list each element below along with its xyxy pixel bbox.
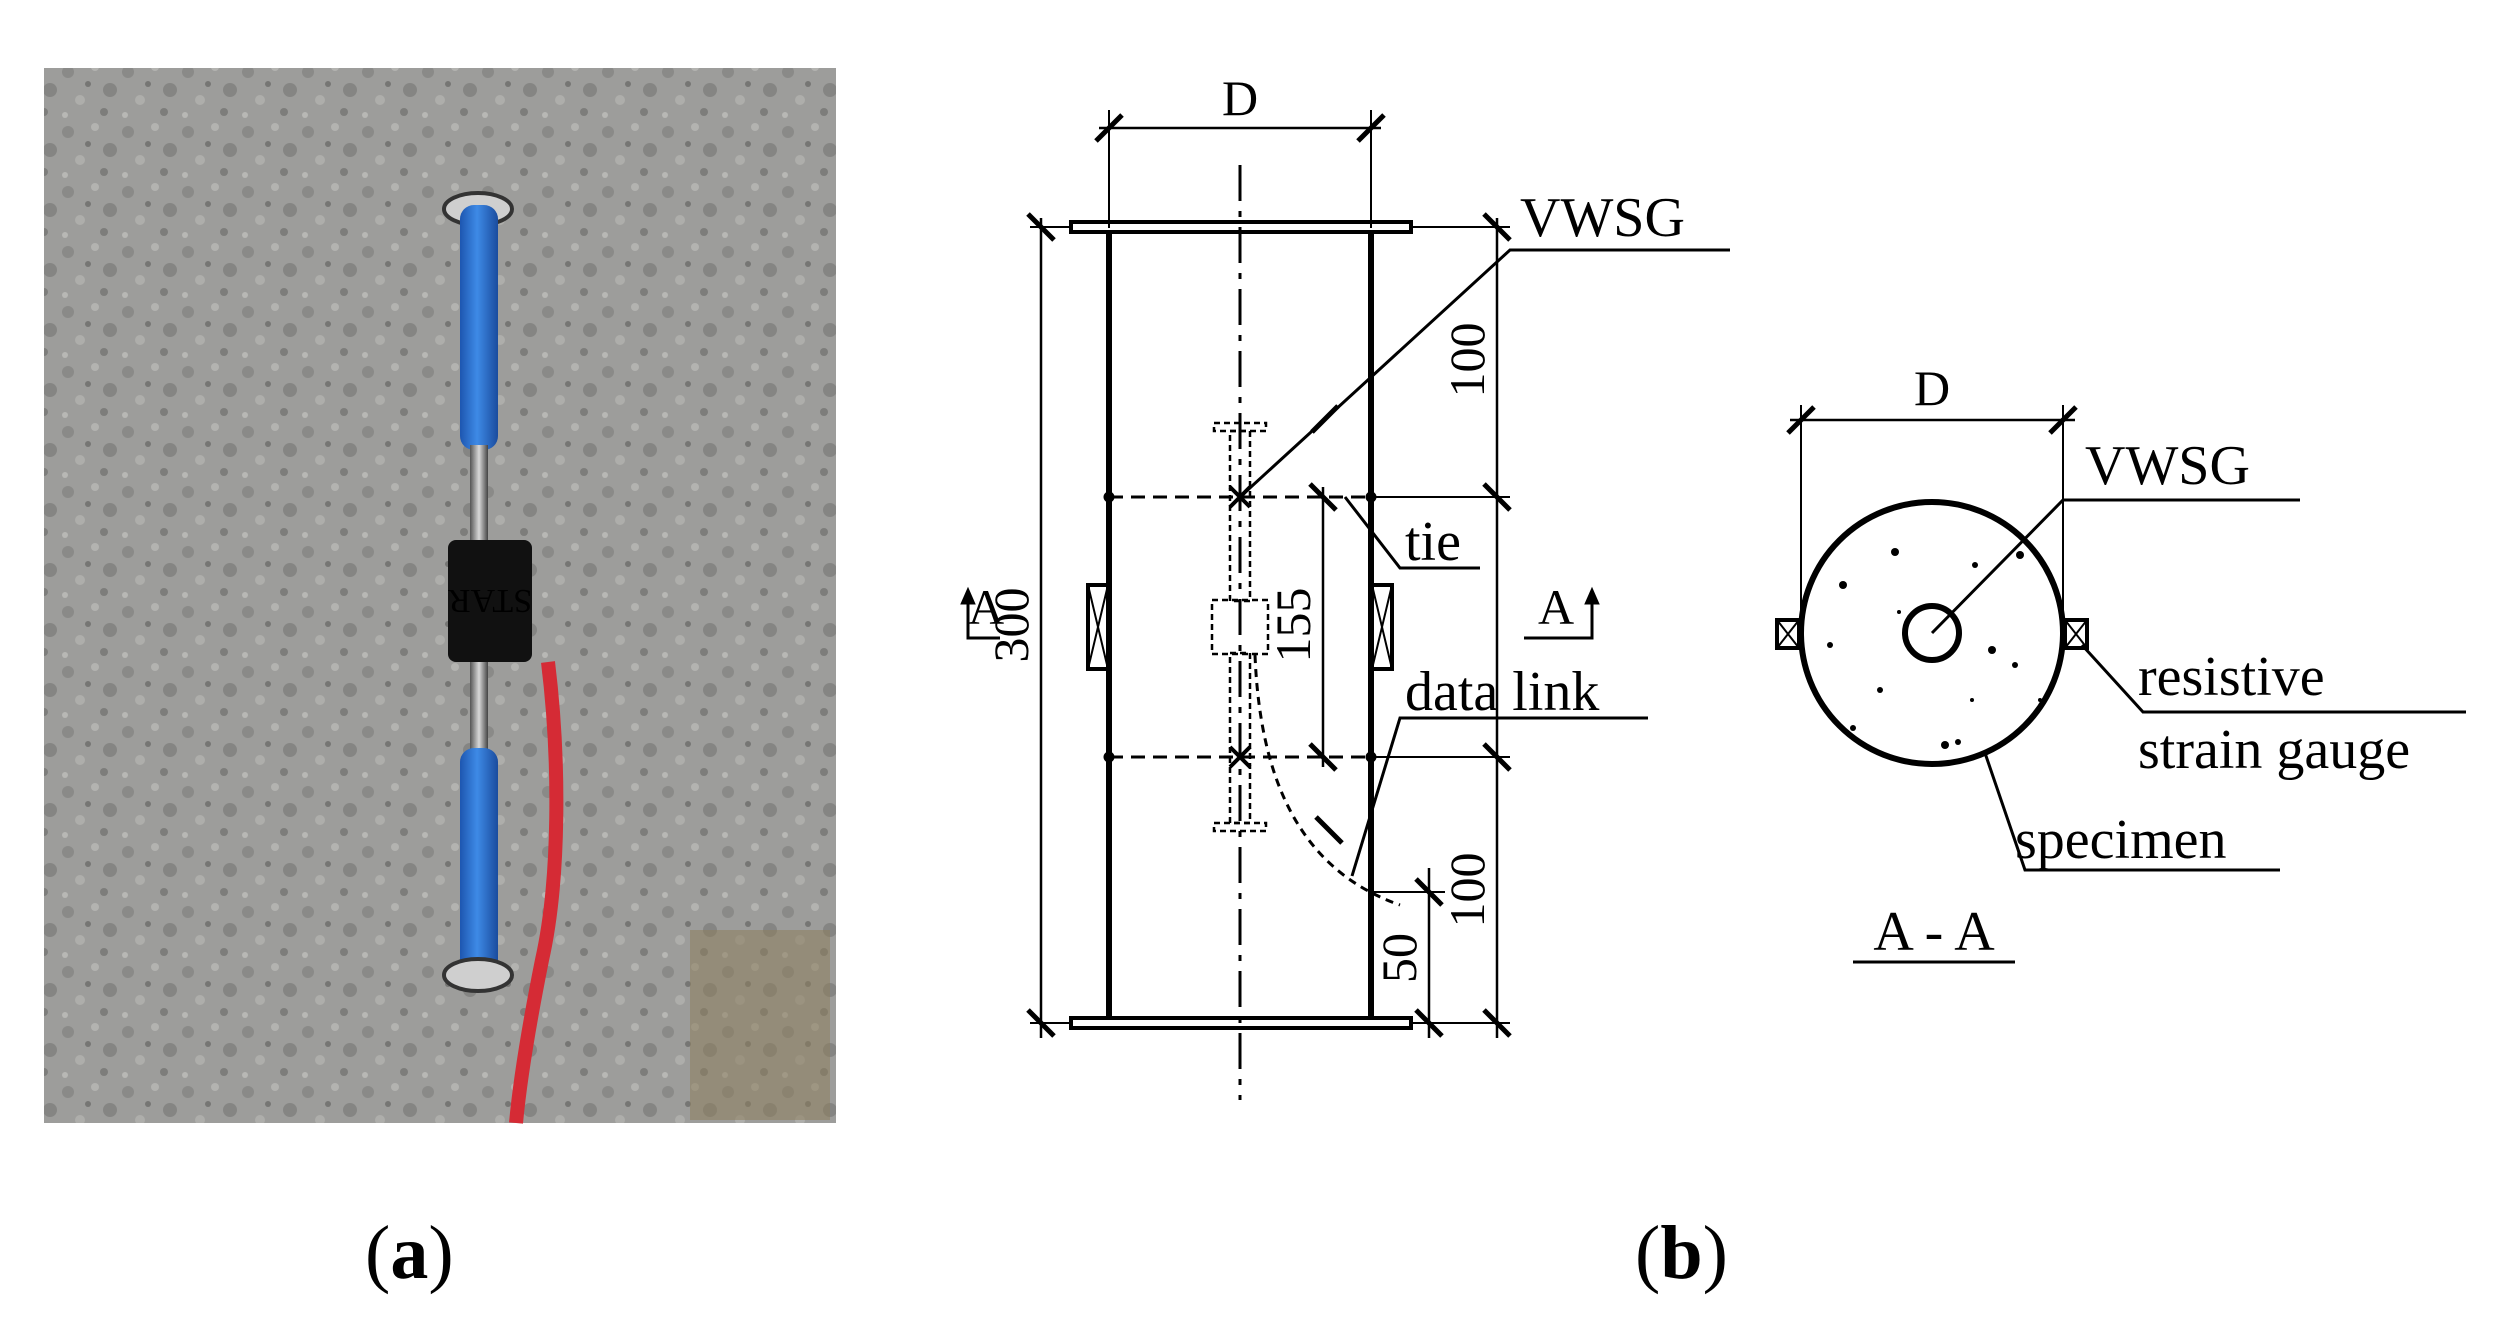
- gauge-brand-text: STAR: [448, 582, 533, 619]
- aggregate-dot: [2016, 551, 2024, 559]
- dim-top-offset-label: 100: [1439, 323, 1495, 398]
- aggregate-dot: [2038, 698, 2042, 702]
- section-arrow-right: [1524, 598, 1594, 640]
- specimen-label: specimen: [2015, 809, 2226, 871]
- top-blue-tube: [460, 205, 498, 450]
- vwsg-cross-lower: [1228, 745, 1252, 769]
- upper-rod: [470, 445, 488, 545]
- dim-tick: [1094, 113, 1124, 143]
- dim-tick: [1356, 113, 1386, 143]
- arrowhead: [1584, 586, 1600, 605]
- gauge-hatch: [1371, 584, 1393, 670]
- aggregate-dot: [1897, 610, 1901, 614]
- aggregate-dot: [1955, 739, 1961, 745]
- aggregate-dot: [2012, 662, 2018, 668]
- dim-tick: [1786, 405, 1816, 435]
- caption-a: (a): [365, 1210, 454, 1297]
- arrowhead: [960, 586, 976, 605]
- data-link-label: data link: [1405, 661, 1599, 723]
- elevation-drawing: [960, 110, 1730, 1100]
- dim-155-label: 155: [1265, 588, 1321, 663]
- leader-tick: [1310, 404, 1340, 434]
- section-title: A - A: [1873, 901, 1995, 963]
- photo-panel: STAR: [44, 68, 836, 1124]
- dim-tick: [1414, 877, 1444, 907]
- section-mark-left: A: [968, 579, 1004, 635]
- tie-dot: [1103, 751, 1115, 763]
- tie-label: tie: [1405, 511, 1461, 573]
- specimen-leader: [1983, 752, 2280, 872]
- section-dim-d-label: D: [1914, 360, 1950, 416]
- dim-tick: [1308, 482, 1338, 512]
- leader-tick: [1314, 815, 1344, 845]
- resistive-leader: [2080, 643, 2466, 714]
- dim-bottom-offset-label: 100: [1439, 853, 1495, 928]
- cross-section: [1775, 405, 2466, 964]
- aggregate-dot: [1827, 642, 1833, 648]
- section-mark-right: A: [1538, 579, 1574, 635]
- side-strain-gauge-right: [1370, 583, 1394, 671]
- data-wire: [509, 661, 564, 1124]
- section-arrow-left: [966, 598, 1000, 640]
- caption-b-open: (: [1635, 1211, 1661, 1295]
- gauge-body-band: [448, 540, 532, 662]
- dim-d-label: D: [1222, 70, 1258, 126]
- gauge-hatch: [1087, 584, 1109, 670]
- caption-b-letter: b: [1660, 1211, 1703, 1295]
- aggregate-dot: [1850, 725, 1856, 731]
- aggregate-dot: [1972, 562, 1978, 568]
- caption-a-close: ): [428, 1211, 454, 1295]
- data-link-cable: [1253, 654, 1401, 907]
- gauge-hatch: [2064, 619, 2088, 649]
- dim-tick: [1308, 742, 1338, 772]
- dim-50-label: 50: [1371, 933, 1427, 983]
- vwsg-label: VWSG: [1520, 187, 1685, 249]
- aggregate-dot: [1970, 698, 1974, 702]
- aggregate-marks: [1827, 548, 2042, 749]
- side-strain-gauge-left: [1086, 583, 1110, 671]
- dim-tick: [1482, 1008, 1512, 1038]
- resistive-label-line1: resistive: [2138, 646, 2325, 708]
- aggregate-dot: [1877, 687, 1883, 693]
- section-vwsg-label: VWSG: [2085, 435, 2250, 497]
- dim-tick: [1026, 212, 1056, 242]
- bottom-blue-tube: [460, 748, 498, 980]
- aggregate-dot: [1941, 741, 1949, 749]
- aggregate-dot: [1891, 548, 1899, 556]
- aggregate-dot: [1988, 646, 1996, 654]
- caption-b: (b): [1635, 1210, 1728, 1297]
- lower-rod: [470, 662, 488, 752]
- rust-stain: [690, 930, 830, 1120]
- dim-tick: [1482, 482, 1512, 512]
- dim-300-label: 300: [983, 588, 1039, 663]
- dim-tick: [2048, 405, 2078, 435]
- tie-leader: [1343, 496, 1480, 570]
- bottom-anchor-flange: [442, 957, 514, 993]
- dim-tick: [1026, 1008, 1056, 1038]
- vwsg-section: [1902, 603, 1962, 663]
- section-vwsg-leader: [1930, 498, 2300, 635]
- aggregate-dot: [1839, 581, 1847, 589]
- vwsg-tube-upper: [1228, 429, 1252, 603]
- vwsg-tube-lower: [1228, 651, 1252, 825]
- data-link-leader: [1350, 716, 1648, 877]
- resistive-label-line2: strain gauge: [2138, 719, 2410, 781]
- caption-a-open: (: [365, 1211, 391, 1295]
- dim-tick: [1482, 212, 1512, 242]
- dim-tick: [1482, 742, 1512, 772]
- caption-b-close: ): [1702, 1211, 1728, 1295]
- tie-dot: [1103, 491, 1115, 503]
- gauge-hatch: [1776, 619, 1800, 649]
- vwsg-body: [1210, 598, 1270, 656]
- dim-tick: [1414, 1008, 1444, 1038]
- caption-a-letter: a: [390, 1211, 429, 1295]
